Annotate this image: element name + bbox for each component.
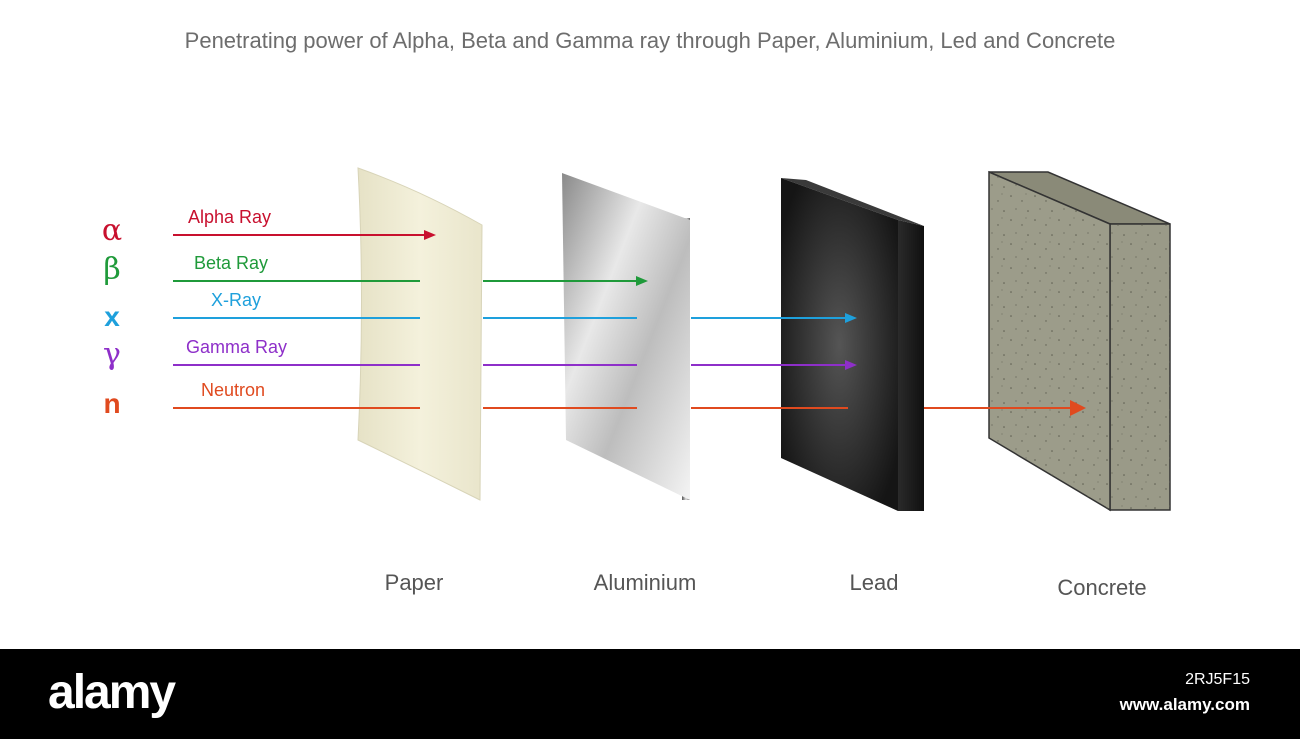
material-label-lead: Lead (850, 570, 899, 595)
rays-layer: α Alpha Ray β Beta Ray x X-Ray γ Gamma Ray n Neut… (102, 207, 1086, 419)
diagram-title: Penetrating power of Alpha, Beta and Gam… (184, 28, 1116, 53)
lead-block-top (781, 178, 924, 226)
ray-symbol: x (104, 301, 120, 332)
ray-2: β Beta Ray (103, 252, 648, 287)
ray-arrowhead (424, 230, 436, 240)
ray-symbol: γ (103, 337, 121, 372)
site-url: www.alamy.com (1119, 695, 1250, 714)
ray-symbol: α (102, 213, 122, 248)
concrete-block-side-texture (1110, 224, 1170, 510)
footer-bar: alamy 2RJ5F15 www.alamy.com (0, 649, 1300, 739)
aluminium-sheet (562, 173, 690, 500)
material-label-concrete: Concrete (1057, 575, 1146, 600)
ray-3: x X-Ray (104, 290, 857, 332)
ray-5: n Neutron (103, 380, 1086, 419)
ray-symbol: β (103, 252, 120, 287)
ray-arrowhead (845, 313, 857, 323)
concrete-block-texture (989, 172, 1110, 510)
ray-label: Beta Ray (194, 253, 268, 273)
lead-block-side (898, 220, 924, 511)
ray-arrowhead (636, 276, 648, 286)
material-label-paper: Paper (385, 570, 444, 595)
ray-arrowhead (845, 360, 857, 370)
ray-label: Alpha Ray (188, 207, 271, 227)
ray-label: Neutron (201, 380, 265, 400)
ray-4: γ Gamma Ray (103, 337, 857, 372)
brand-logo: alamy (48, 666, 176, 719)
lead-block (781, 178, 898, 511)
ray-arrowhead (1070, 400, 1086, 416)
ray-label: X-Ray (211, 290, 261, 310)
ray-symbol: n (103, 388, 120, 419)
ray-label: Gamma Ray (186, 337, 287, 357)
paper-sheet (357, 167, 483, 501)
material-label-aluminium: Aluminium (594, 570, 697, 595)
penetration-diagram: α Alpha Ray β Beta Ray x X-Ray γ Gamma Ray n Neut… (102, 167, 1171, 600)
ray-1: α Alpha Ray (102, 207, 436, 248)
image-id: 2RJ5F15 (1185, 671, 1250, 688)
